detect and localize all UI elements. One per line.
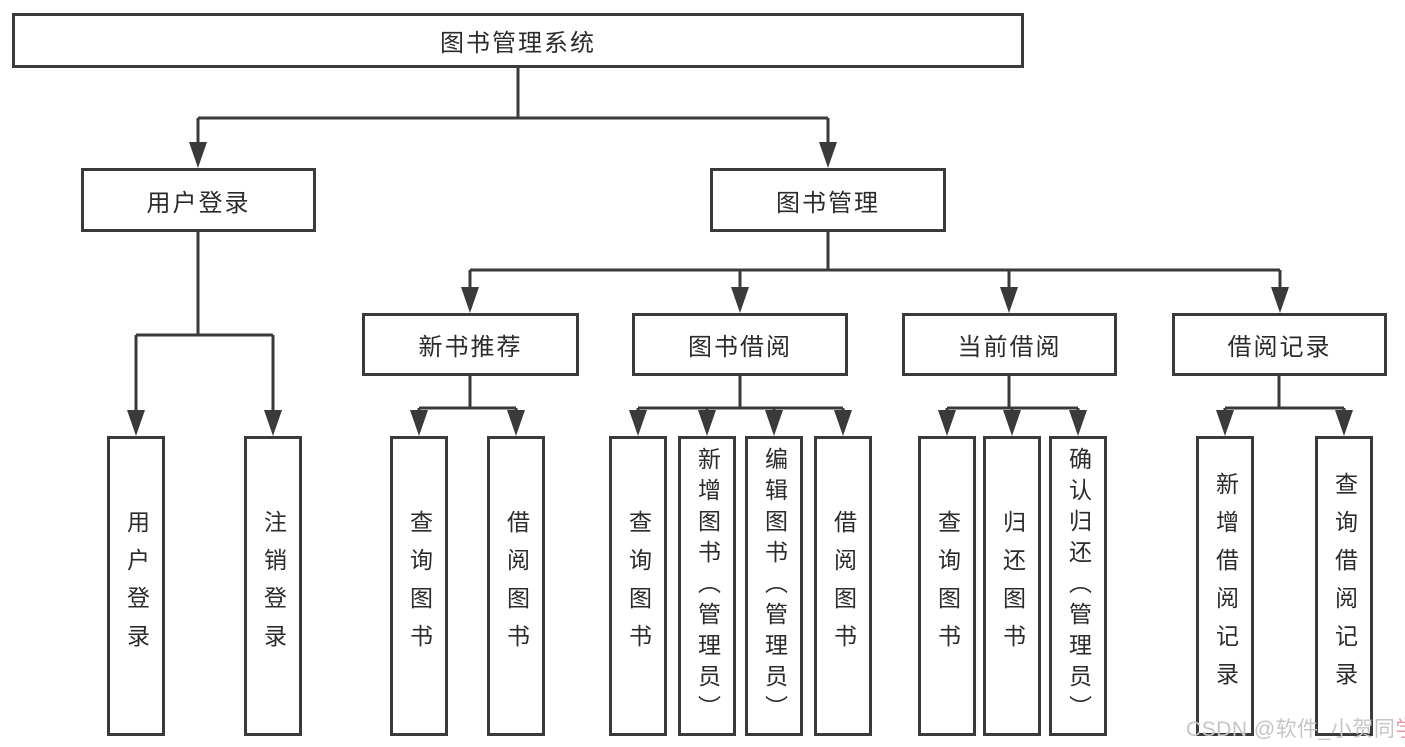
arrowhead — [1003, 410, 1021, 436]
node-label: 注销登录 — [260, 510, 287, 662]
watermark-accent-text: 学 — [1395, 718, 1405, 741]
arrowhead — [1216, 410, 1234, 436]
node-label: 查询图书 — [934, 510, 961, 662]
arrowhead — [765, 410, 783, 436]
arrowhead — [1069, 410, 1087, 436]
node-borrowing-records: 借阅记录 — [1172, 313, 1387, 376]
node-br-add-record: 新增借阅记录 — [1196, 436, 1254, 736]
arrowhead — [1271, 287, 1289, 313]
node-label: 用户登录 — [123, 510, 150, 662]
node-label: 借阅图书 — [830, 510, 857, 662]
node-label: 查询图书 — [625, 510, 652, 662]
arrowhead — [819, 142, 837, 168]
node-label: 新增图书（管理员） — [694, 446, 721, 726]
node-label: 查询借阅记录 — [1331, 472, 1358, 700]
arrowhead — [264, 410, 282, 436]
arrowhead — [410, 410, 428, 436]
node-label: 归还图书 — [999, 510, 1026, 662]
arrowhead — [461, 287, 479, 313]
node-label: 当前借阅 — [957, 334, 1062, 361]
node-label: 新书推荐 — [418, 334, 523, 361]
arrowhead — [731, 287, 749, 313]
node-user-login-group: 用户登录 — [81, 168, 316, 232]
arrowhead — [189, 142, 207, 168]
node-cb-return-books: 归还图书 — [983, 436, 1041, 736]
node-label: 查询图书 — [406, 510, 433, 662]
node-bb-edit-books-admin: 编辑图书（管理员） — [745, 436, 803, 736]
node-book-management: 图书管理 — [710, 168, 946, 232]
node-label: 借阅记录 — [1227, 334, 1332, 361]
node-book-borrowing: 图书借阅 — [632, 313, 848, 376]
node-br-query-record: 查询借阅记录 — [1315, 436, 1373, 736]
node-label: 编辑图书（管理员） — [761, 446, 788, 726]
node-label: 图书借阅 — [688, 334, 792, 361]
arrowhead — [938, 410, 956, 436]
watermark: CSDN @软件_小贺同学 — [1186, 713, 1405, 743]
node-cb-confirm-return-admin: 确认归还（管理员） — [1049, 436, 1107, 736]
node-label: 新增借阅记录 — [1212, 472, 1239, 700]
node-logout: 注销登录 — [244, 436, 302, 736]
arrowhead — [1000, 287, 1018, 313]
node-cb-query-books: 查询图书 — [918, 436, 976, 736]
node-new-book-recommendation: 新书推荐 — [362, 313, 579, 376]
node-label: 图书管理系统 — [440, 30, 596, 57]
node-bb-borrow-books: 借阅图书 — [814, 436, 872, 736]
node-label: 用户登录 — [146, 189, 251, 217]
node-user-login: 用户登录 — [107, 436, 165, 736]
node-library-management-system: 图书管理系统 — [12, 13, 1024, 68]
node-bb-add-books-admin: 新增图书（管理员） — [678, 436, 736, 736]
arrowhead — [834, 410, 852, 436]
arrowhead — [698, 410, 716, 436]
node-label: 图书管理 — [776, 189, 880, 217]
arrowhead — [127, 410, 145, 436]
arrowhead — [1335, 410, 1353, 436]
watermark-text: CSDN @软件_小贺同 — [1186, 718, 1396, 741]
arrowhead — [629, 410, 647, 436]
node-nb-borrow-books: 借阅图书 — [487, 436, 545, 736]
node-label: 借阅图书 — [503, 510, 530, 662]
node-label: 确认归还（管理员） — [1065, 446, 1092, 726]
node-current-borrowing: 当前借阅 — [902, 313, 1117, 376]
node-bb-query-books: 查询图书 — [609, 436, 667, 736]
arrowhead — [507, 410, 525, 436]
node-nb-query-books: 查询图书 — [390, 436, 448, 736]
